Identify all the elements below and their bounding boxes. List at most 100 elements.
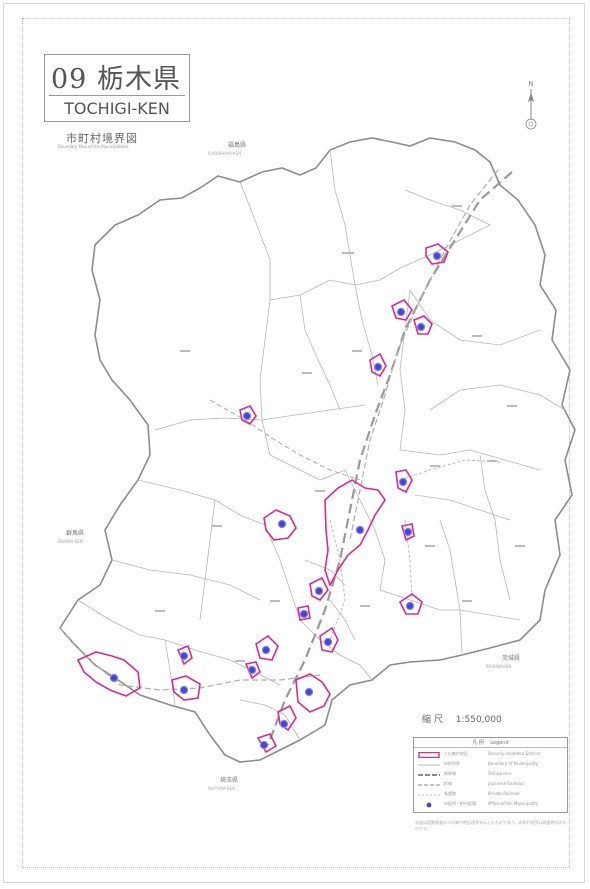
legend-symbol-did-icon [418, 751, 440, 759]
municipal-boundaries [77, 149, 566, 741]
hall-10 [405, 601, 415, 611]
muni-boundary-16 [194, 649, 281, 686]
neighbor-saitama-jp: 埼玉県 [220, 777, 239, 784]
legend-label-jp: 市町村界 [444, 761, 460, 766]
muni-label-mark-8 [487, 460, 497, 462]
muni-label-mark-14 [155, 610, 165, 612]
muni-boundary-19 [439, 519, 463, 656]
title-box: 09 栃木県 TOCHIGI-KEN [44, 54, 190, 122]
muni-boundary-1 [269, 224, 491, 301]
subtitle-en: Boundary Map of the Municipalities [58, 144, 129, 149]
title-romaji: TOCHIGI-KEN [64, 99, 170, 118]
muni-boundary-8 [429, 384, 566, 411]
legend-item-hall: 市役所・町村役場 Office of the Municipality [418, 800, 564, 808]
north-arrow-icon: N [525, 80, 537, 130]
legend-label-en: Shinkansen [488, 771, 512, 776]
legend-symbol-private-icon [418, 792, 440, 796]
hall-11 [314, 586, 324, 596]
scale-value: 1:550,000 [455, 715, 502, 725]
title-kanji: 09 栃木県 [51, 64, 181, 95]
muni-boundary-27 [404, 189, 491, 226]
did-area-10 [398, 593, 423, 615]
muni-label-mark-7 [507, 405, 517, 407]
legend-label-en: Office of the Municipality [488, 801, 539, 806]
muni-label-mark-10 [315, 490, 325, 492]
scale: 縮 尺 1:550,000 [422, 712, 512, 725]
did-area-19 [295, 673, 331, 713]
hall-8 [277, 519, 287, 529]
muni-label-mark-13 [462, 600, 472, 602]
hall-20 [279, 719, 289, 729]
did-area-3 [391, 298, 413, 321]
muni-boundary-6 [409, 289, 541, 346]
muni-boundary-15 [77, 599, 196, 651]
did-area-12 [297, 605, 311, 621]
muni-boundary-29 [239, 181, 271, 300]
muni-boundary-5 [354, 284, 379, 386]
muni-boundary-25 [329, 599, 356, 641]
legend-label-en: Japanese Railroad [488, 781, 524, 786]
neighbor-fukushima-en: FUKUSHIMA-KEN [208, 151, 242, 156]
muni-boundary-10 [269, 454, 346, 481]
did-area-18 [171, 675, 201, 701]
neighbor-fukushima-jp: 福島県 [228, 142, 247, 149]
muni-label-mark-6 [472, 335, 482, 337]
muni-boundary-11 [137, 479, 266, 526]
did-area-1 [425, 243, 449, 265]
muni-label-mark-5 [352, 350, 362, 352]
legend-item-municipal: 市町村界 Boundary of Municipality [418, 760, 564, 768]
hall-13 [323, 637, 333, 647]
legend-label-en: Boundary of Municipality [488, 761, 538, 766]
muni-label-mark-2 [342, 252, 354, 254]
muni-boundary-26 [304, 559, 346, 586]
jr-line-3 [59, 627, 321, 691]
legend-symbol-municipal-icon [418, 762, 440, 766]
legend-label-jp: 市役所・町村役場 [444, 801, 476, 806]
did-areas [76, 243, 449, 754]
legend-label-en: Densely Inhabited District [488, 751, 540, 756]
hall-18 [179, 685, 189, 695]
hall-2 [416, 322, 426, 332]
hall-15 [179, 651, 189, 661]
private-line-1 [399, 459, 501, 481]
neighbor-saitama-en: SAITAMA-KEN [208, 786, 236, 791]
scale-label: 縮 尺 [422, 715, 443, 725]
hall-9 [403, 527, 413, 537]
muni-label-mark-12 [515, 545, 525, 547]
legend-header: 凡 例 Legend [414, 739, 567, 748]
legend-title-en: Legend [490, 740, 509, 746]
legend-symbol-jr-icon [418, 782, 440, 786]
hall-5 [242, 411, 252, 421]
hall-6 [398, 477, 408, 487]
private-line-2 [329, 519, 346, 641]
muni-boundary-2 [259, 299, 271, 456]
did-area-17 [76, 651, 141, 697]
muni-boundary-21 [299, 619, 373, 681]
muni-boundary-22 [239, 699, 301, 741]
hall-1 [432, 251, 442, 261]
neighbor-ibaraki-en: IBARAKI-KEN [486, 664, 512, 669]
muni-boundary-28 [329, 149, 356, 286]
hall-17 [109, 673, 119, 683]
did-area-9 [400, 523, 415, 542]
did-area-14 [255, 634, 279, 661]
hall-12 [299, 609, 309, 619]
legend-symbol-shinkansen-icon [418, 772, 440, 776]
muni-boundary-4 [299, 294, 341, 411]
hall-16 [247, 665, 257, 675]
legend-title-jp: 凡 例 [472, 740, 484, 746]
muni-boundary-7 [399, 289, 411, 451]
legend-label-en: Private Railroad [488, 791, 520, 796]
neighbor-gunma-en: GUNMA-KEN [58, 539, 83, 544]
muni-boundary-24 [479, 454, 511, 601]
subtitle-jp: 市町村境界図 [66, 132, 138, 145]
muni-label-mark-18 [430, 465, 440, 467]
compass-label: N [528, 80, 533, 88]
shinkansen-line [266, 171, 513, 746]
jr-line-2 [209, 399, 361, 481]
muni-label-mark-9 [212, 525, 222, 527]
